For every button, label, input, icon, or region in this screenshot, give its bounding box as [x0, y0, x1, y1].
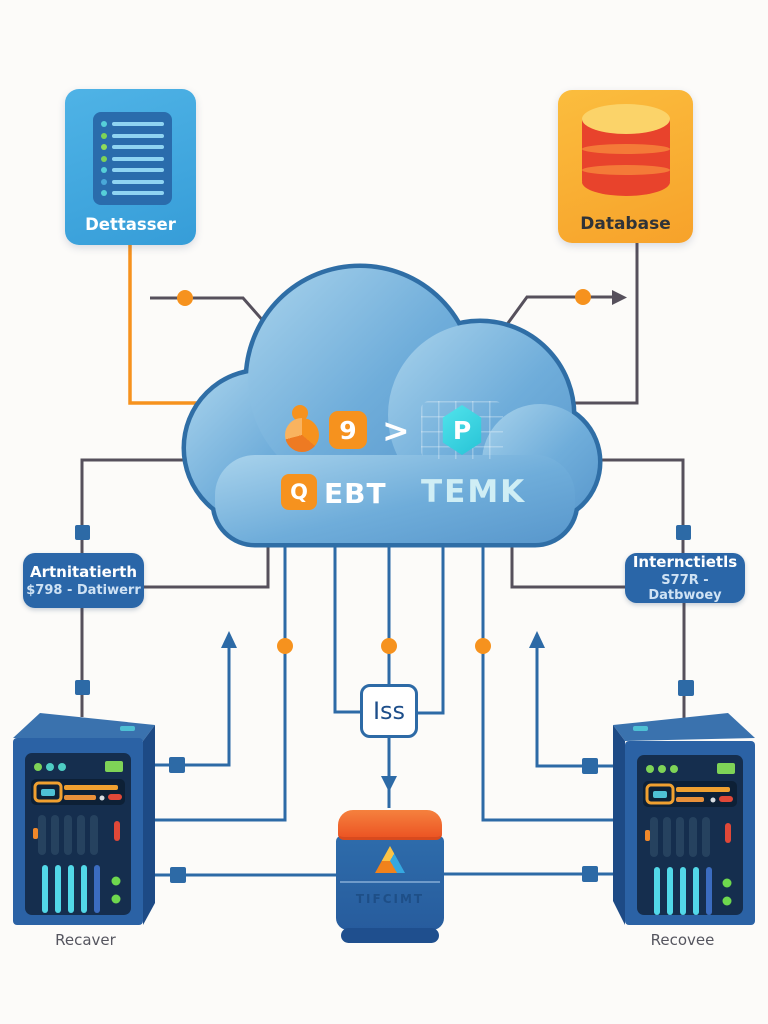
blue-arrowhead-icons	[221, 631, 545, 792]
chevron-right-icon: >	[382, 411, 410, 450]
list-item	[101, 167, 164, 173]
left-badge-subtitle: $798 - Datiwerr	[26, 583, 141, 598]
list-item	[101, 178, 164, 185]
cloud-shape	[186, 268, 598, 543]
storage-container: TIFCIMT	[336, 810, 444, 943]
iss-node: Iss	[360, 684, 418, 738]
temk-label: TEMK	[421, 474, 527, 510]
list-item	[101, 144, 164, 150]
database-cylinder-icon	[582, 104, 670, 206]
datasource-card: Dettasser	[65, 89, 196, 245]
storage-cap	[338, 810, 442, 840]
right-badge-title: Internctietls	[632, 553, 738, 571]
server-left	[13, 713, 155, 925]
document-list-icon	[93, 112, 172, 205]
storage-seam	[340, 881, 440, 883]
pie-chart-icon	[285, 418, 319, 452]
search-q-icon: Q	[281, 474, 317, 510]
datasource-label: Dettasser	[85, 215, 176, 234]
left-badge-title: Artnitatierth	[29, 563, 138, 581]
arrowhead-right-icon	[612, 290, 627, 305]
ebt-label: EBT	[324, 477, 387, 510]
storage-label: TIFCIMT	[355, 892, 425, 906]
list-item	[101, 155, 164, 162]
iss-label: Iss	[372, 697, 406, 725]
list-item	[101, 121, 164, 127]
hexagon-letter: P	[452, 415, 472, 445]
left-info-badge: Artnitatierth $798 - Datiwerr	[23, 553, 144, 608]
right-badge-subtitle: S77R - Datbwoey	[648, 573, 722, 603]
server-right	[613, 713, 755, 925]
square-node-icons	[75, 525, 694, 883]
database-label: Database	[580, 214, 671, 234]
search-q-text: Q	[290, 480, 308, 504]
server-left-label: Recaver	[55, 931, 116, 949]
server-right-label: Recovee	[650, 931, 715, 949]
hexagon-logo-icon: P	[442, 405, 482, 455]
database-card: Database	[558, 90, 693, 243]
orange-dot-icons-front	[277, 405, 491, 654]
orange-dot-icons	[177, 289, 591, 306]
key-glyph-icon: 9	[329, 411, 367, 449]
storage-base	[341, 928, 439, 943]
key-glyph-text: 9	[339, 415, 357, 445]
list-item	[101, 190, 164, 196]
dark-connector-lines	[80, 240, 686, 718]
right-info-badge: Internctietls S77R - Datbwoey	[625, 553, 745, 603]
list-item	[101, 132, 164, 139]
